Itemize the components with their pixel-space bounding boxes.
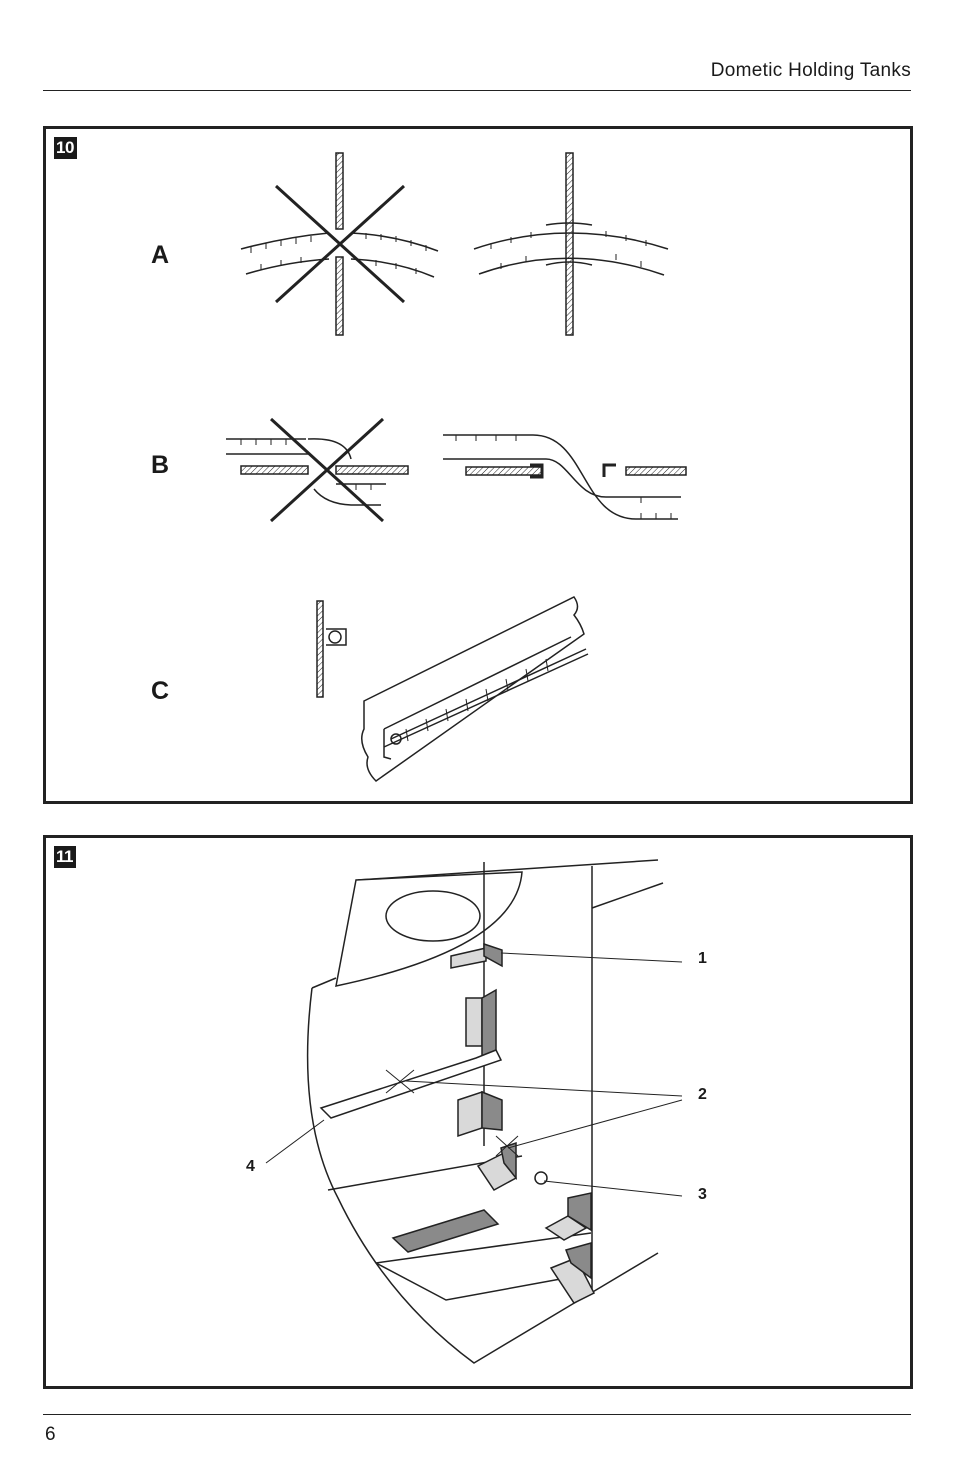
page-number: 6 (45, 1424, 56, 1446)
row-a-correct-diagram (474, 153, 668, 335)
figure-11-panel: 11 1 2 3 4 (43, 835, 913, 1389)
row-a-incorrect-diagram (241, 153, 438, 335)
row-b-correct-diagram (443, 435, 686, 519)
figure-10-panel: 10 A B C (43, 126, 913, 804)
header-rule (43, 90, 911, 91)
figure-11-illustration (46, 838, 910, 1386)
figure-10-illustration (46, 129, 910, 801)
row-b-incorrect-diagram (226, 419, 408, 521)
document-title: Dometic Holding Tanks (711, 60, 911, 82)
footer-rule (43, 1414, 911, 1415)
row-c-diagram (317, 597, 588, 781)
